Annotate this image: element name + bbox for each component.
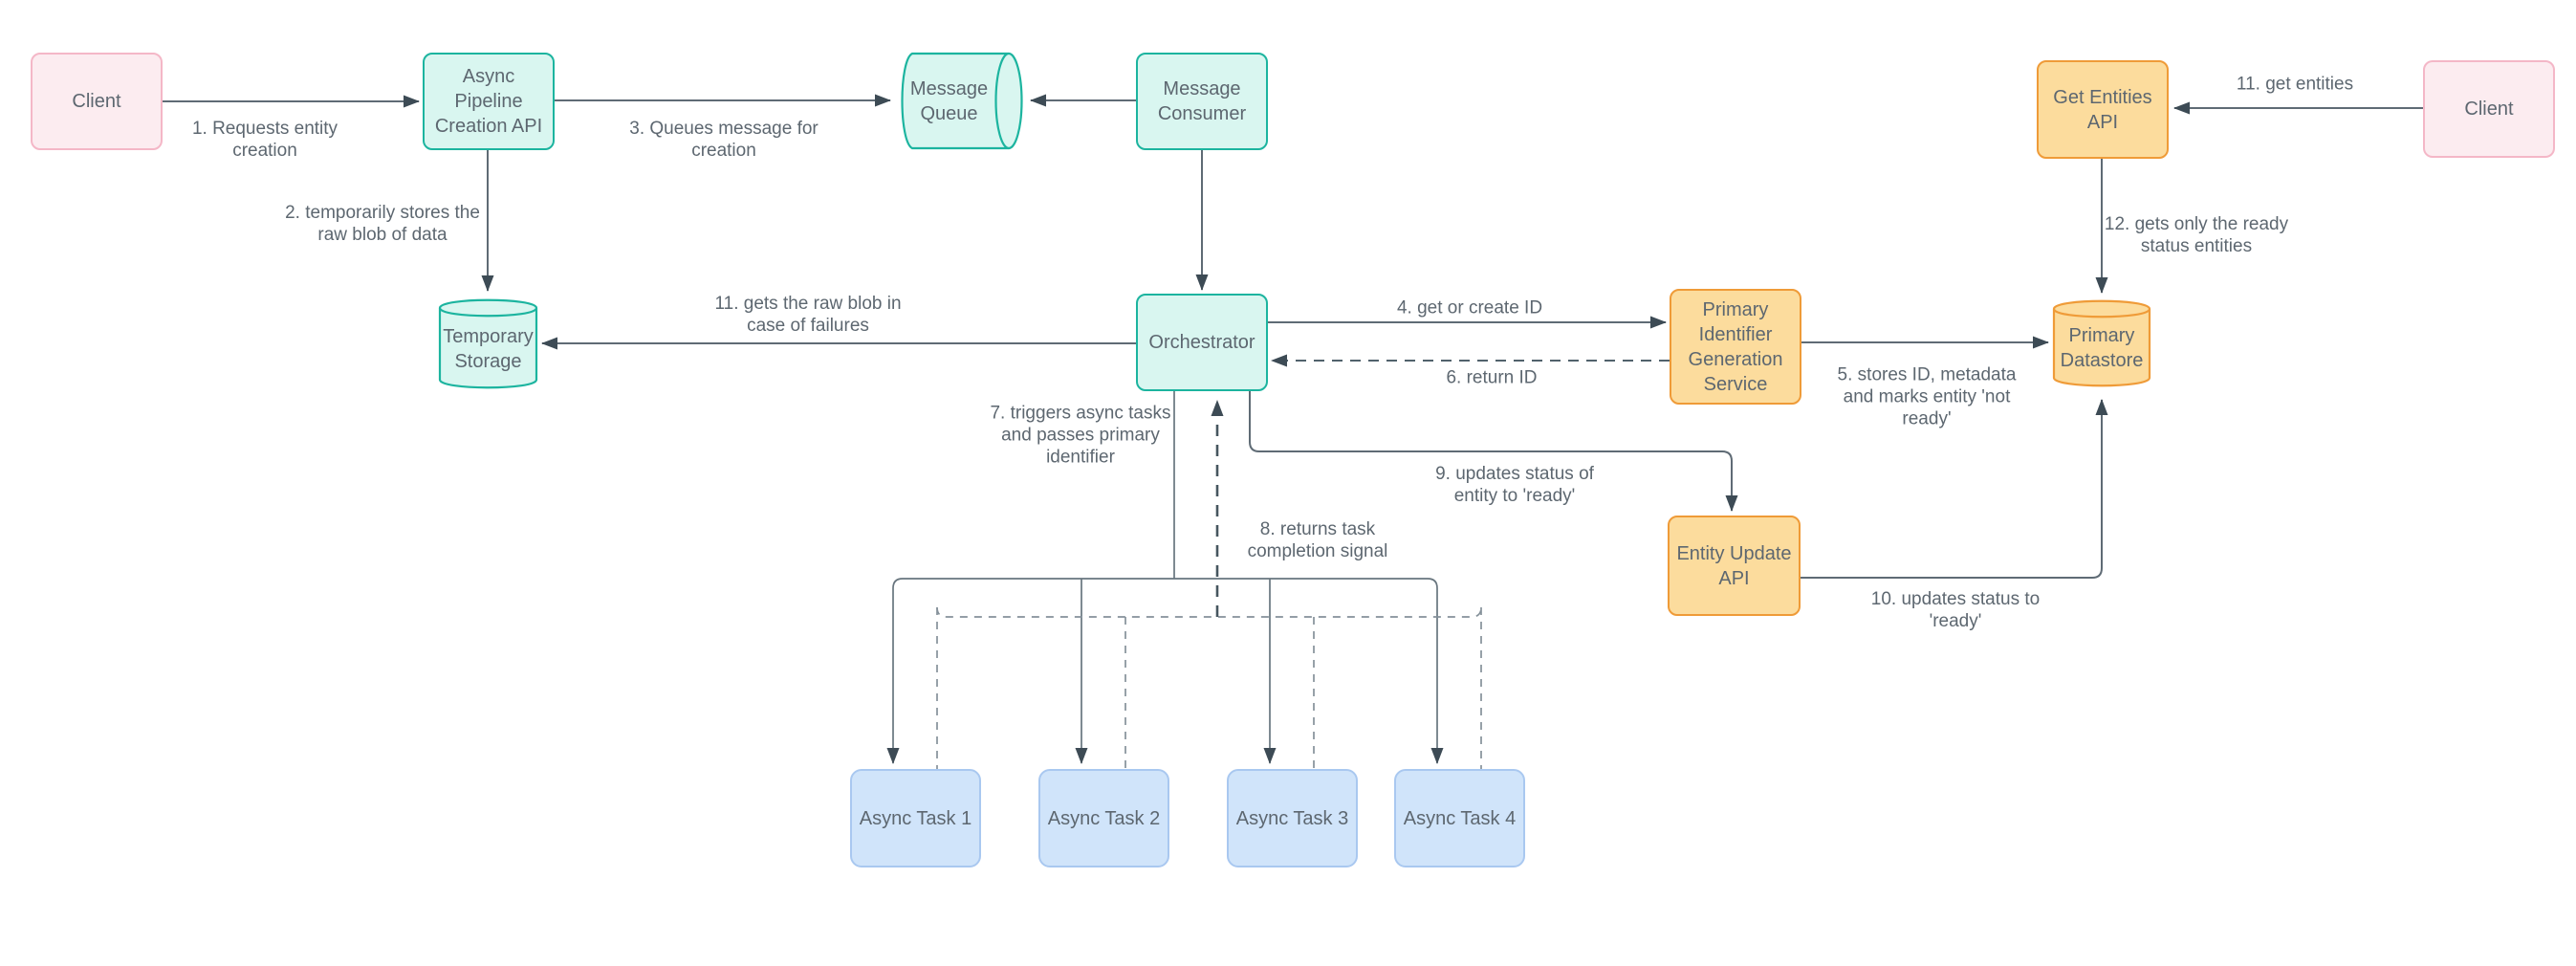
edge-step10 xyxy=(1801,399,2108,579)
edge-label-step7: 7. triggers async tasks and passes prima… xyxy=(990,403,1171,468)
node-async-task-2: Async Task 2 xyxy=(1038,769,1169,867)
node-entity-update-api: Entity Update API xyxy=(1668,516,1801,616)
node-async-task-1: Async Task 1 xyxy=(850,769,981,867)
node-temporary-storage-label: Temporary Storage xyxy=(443,325,534,372)
edge-step9 xyxy=(1249,391,1738,512)
node-get-entities-api: Get Entities API xyxy=(2037,60,2169,159)
edge-label-step8: 8. returns task completion signal xyxy=(1247,519,1388,561)
node-async-pipeline-creation-api: Async Pipeline Creation API xyxy=(423,53,555,150)
node-temporary-storage: Temporary Storage xyxy=(438,296,538,392)
node-primary-datastore-label: Primary Datastore xyxy=(2060,325,2144,371)
edge-label-step3: 3. Queues message for creation xyxy=(629,119,819,161)
node-client-right: Client xyxy=(2423,60,2555,158)
edge-step8-branch xyxy=(936,606,1482,618)
edge-label-step4: 4. get or create ID xyxy=(1396,297,1543,318)
edge-label-step10: 10. updates status to 'ready' xyxy=(1870,589,2041,631)
edge-label-step6: 6. return ID xyxy=(1446,367,1538,388)
node-async-task-3: Async Task 3 xyxy=(1227,769,1358,867)
storage-cylinder-shape xyxy=(438,298,538,389)
edge-label-step12: 12. gets only the ready status entities xyxy=(2104,214,2289,256)
node-orchestrator: Orchestrator xyxy=(1136,294,1268,391)
edge-label-step5: 5. stores ID, metadata and marks entity … xyxy=(1837,364,2017,429)
edge-label-step11-get: 11. get entities xyxy=(2236,74,2354,95)
queue-cylinder-shape xyxy=(901,52,1023,150)
datastore-cylinder-shape xyxy=(2052,299,2151,387)
node-message-queue: Message Queue xyxy=(894,52,1025,150)
edge-label-step11-failures: 11. gets the raw blob in case of failure… xyxy=(714,294,902,336)
edge-label-step1: 1. Requests entity creation xyxy=(191,119,338,161)
node-message-consumer: Message Consumer xyxy=(1136,53,1268,150)
node-message-queue-label: Message Queue xyxy=(909,77,989,124)
node-primary-datastore: Primary Datastore xyxy=(2052,296,2151,390)
node-primary-identifier-generation-service: Primary Identifier Generation Service xyxy=(1670,289,1801,405)
edge-label-step9: 9. updates status of entity to 'ready' xyxy=(1435,464,1594,506)
node-client-left: Client xyxy=(31,53,163,150)
edge-step7-branch xyxy=(892,578,1438,589)
edge-label-step2: 2. temporarily stores the raw blob of da… xyxy=(285,203,480,245)
node-async-task-4: Async Task 4 xyxy=(1394,769,1525,867)
